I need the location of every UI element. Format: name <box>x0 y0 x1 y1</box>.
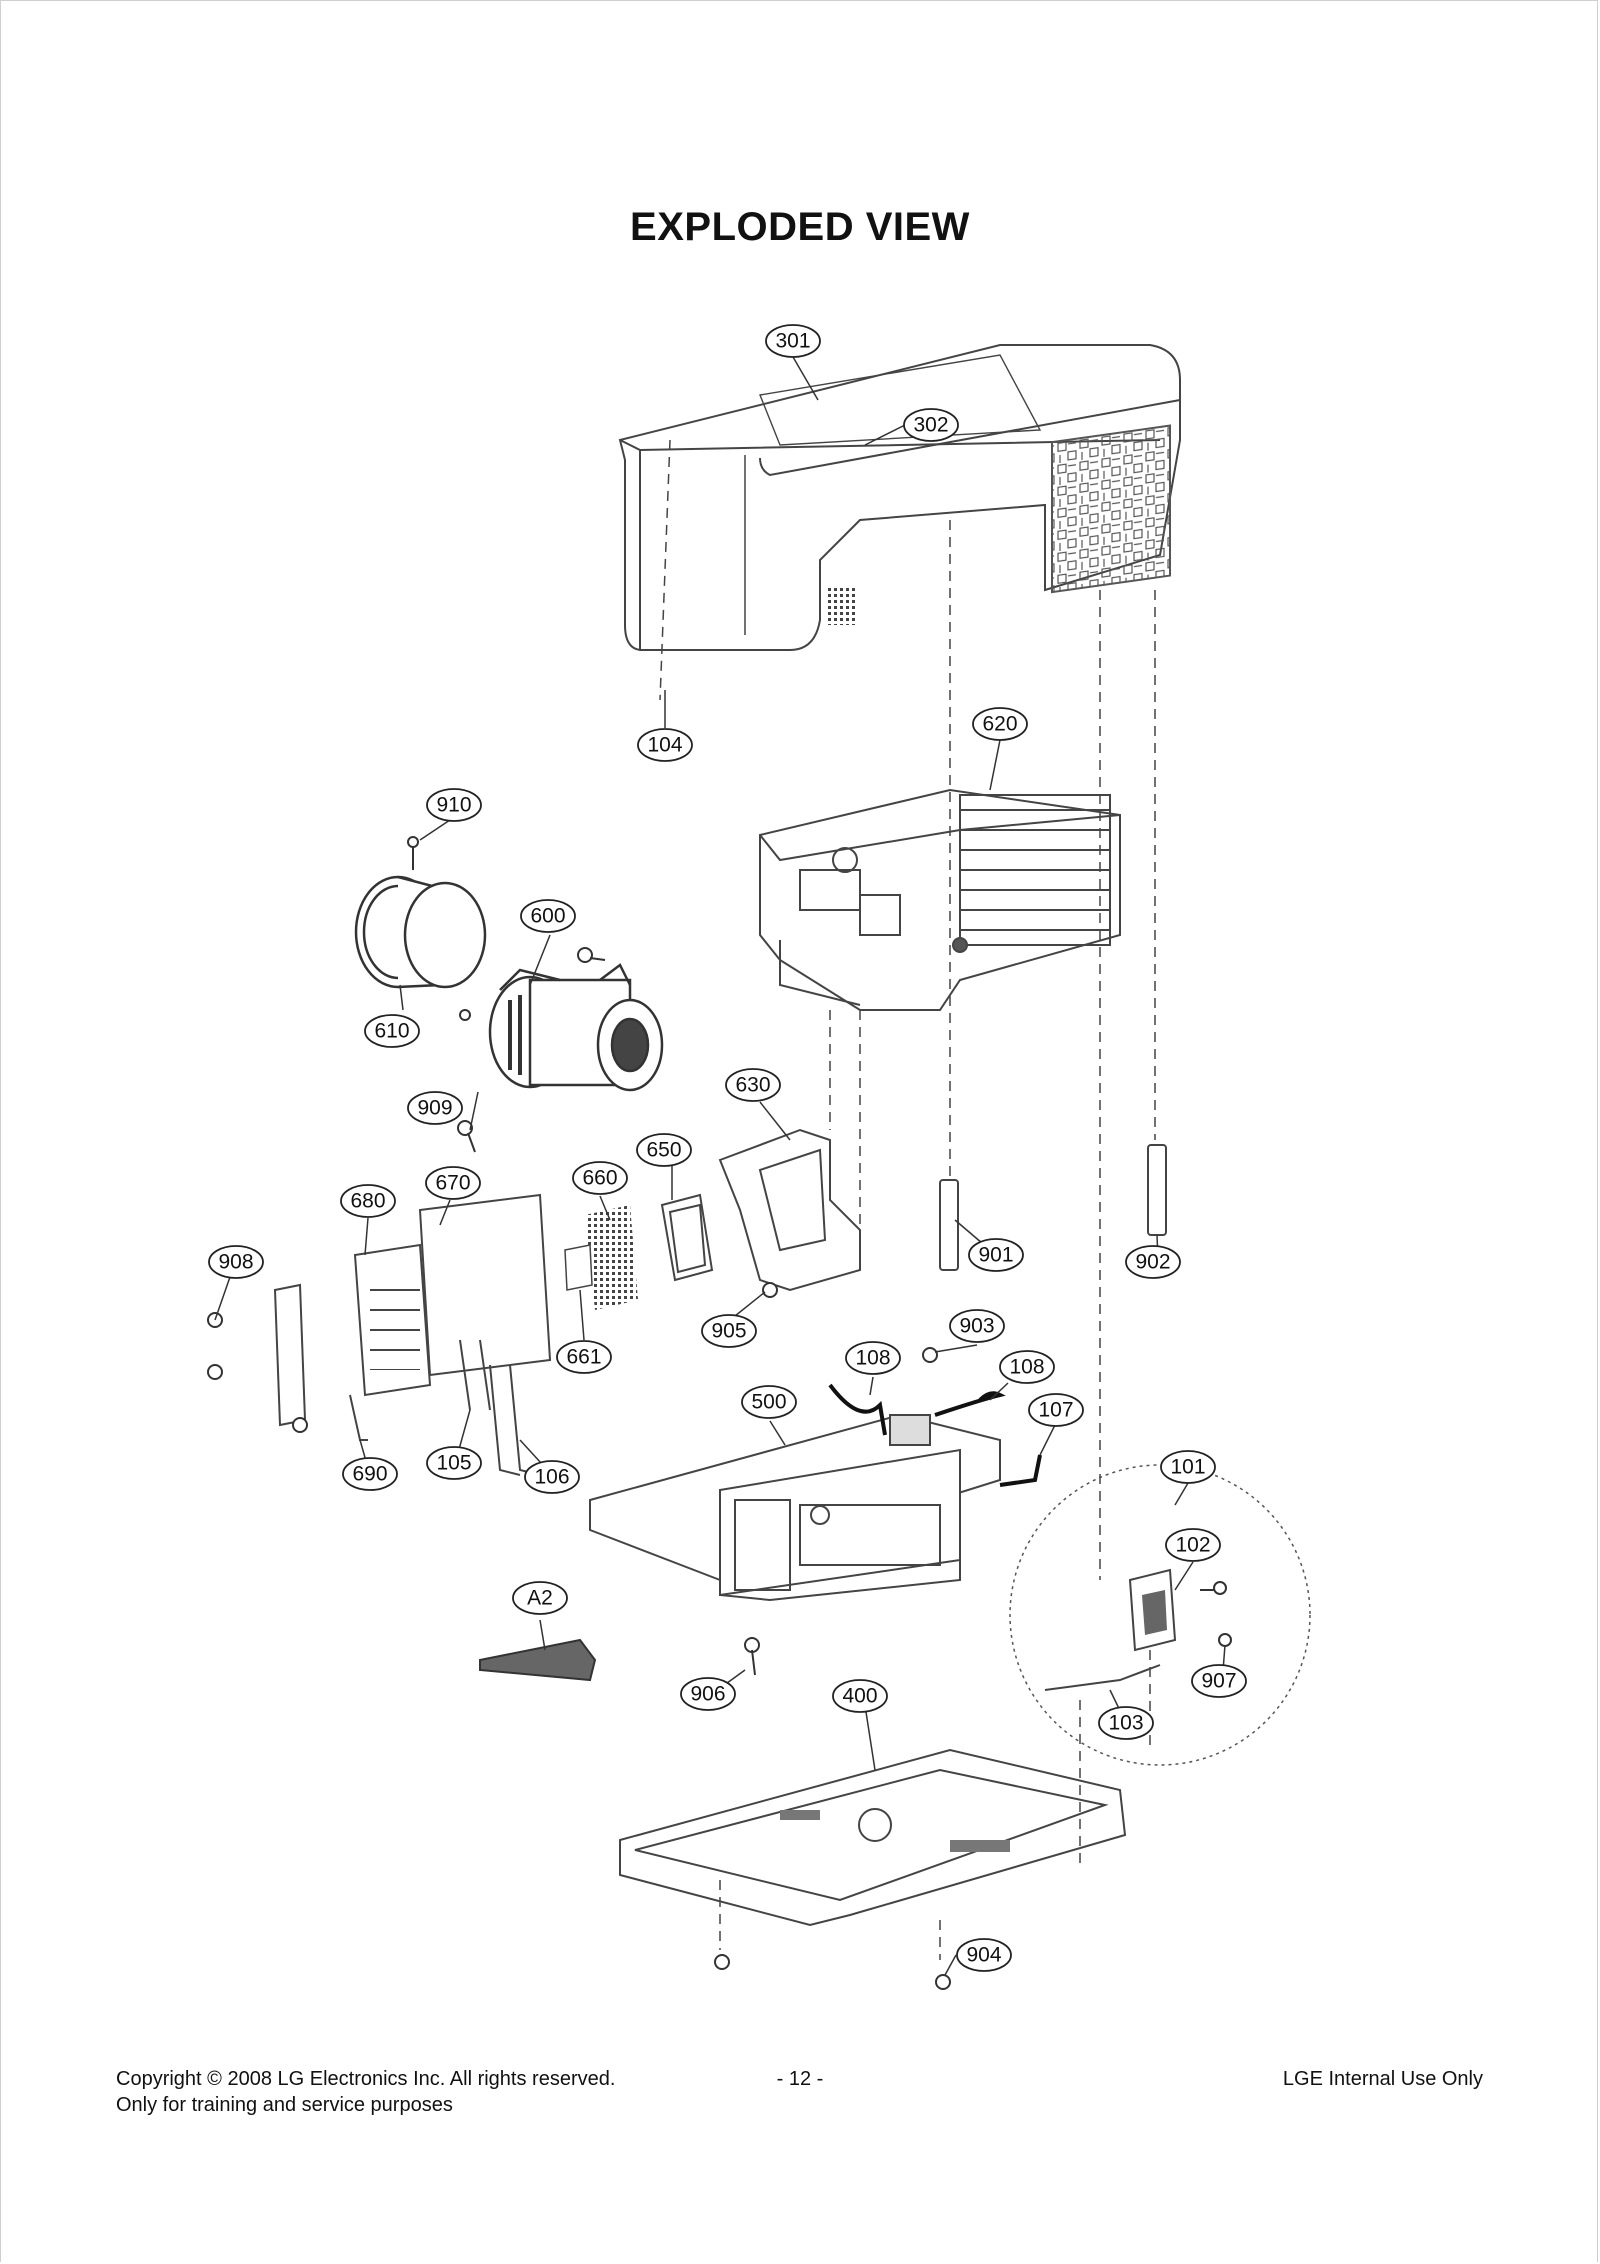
callout-a2: A2 <box>512 1581 568 1615</box>
callout-661: 661 <box>556 1340 612 1374</box>
svg-text:690: 690 <box>352 1463 387 1486</box>
svg-text:500: 500 <box>751 1391 786 1414</box>
svg-text:A2: A2 <box>527 1587 553 1610</box>
callout-902: 902 <box>1125 1245 1181 1279</box>
callout-302: 302 <box>903 408 959 442</box>
svg-text:660: 660 <box>582 1167 617 1190</box>
a2-part <box>479 1638 597 1682</box>
callout-101: 101 <box>1160 1450 1216 1484</box>
callout-102: 102 <box>1165 1528 1221 1562</box>
svg-text:104: 104 <box>647 734 682 757</box>
callout-670: 670 <box>425 1166 481 1200</box>
callout-901: 901 <box>968 1238 1024 1272</box>
callout-108-right: 108 <box>999 1350 1055 1384</box>
callout-650: 650 <box>636 1133 692 1167</box>
svg-text:630: 630 <box>735 1074 770 1097</box>
top-cover-part <box>618 344 1181 651</box>
callout-620: 620 <box>972 707 1028 741</box>
svg-text:904: 904 <box>966 1944 1001 1967</box>
filter-plate-part <box>660 1193 714 1282</box>
svg-text:907: 907 <box>1201 1670 1236 1693</box>
callout-301: 301 <box>765 324 821 358</box>
svg-text:661: 661 <box>566 1346 601 1369</box>
svg-text:105: 105 <box>436 1452 471 1475</box>
svg-text:650: 650 <box>646 1139 681 1162</box>
callout-400: 400 <box>832 1679 888 1713</box>
svg-text:102: 102 <box>1175 1534 1210 1557</box>
svg-text:905: 905 <box>711 1320 746 1343</box>
callout-105: 105 <box>426 1446 482 1480</box>
svg-text:106: 106 <box>534 1466 569 1489</box>
svg-text:906: 906 <box>690 1683 725 1706</box>
svg-text:610: 610 <box>374 1020 409 1043</box>
svg-text:108: 108 <box>855 1347 890 1370</box>
svg-text:400: 400 <box>842 1685 877 1708</box>
svg-text:301: 301 <box>775 330 810 353</box>
callout-630: 630 <box>725 1068 781 1102</box>
callout-905: 905 <box>701 1314 757 1348</box>
svg-text:600: 600 <box>530 905 565 928</box>
screw-parts <box>207 836 1232 1990</box>
heatsink-pad-part <box>564 1205 638 1310</box>
callout-108-left: 108 <box>845 1341 901 1375</box>
callout-107: 107 <box>1028 1393 1084 1427</box>
svg-text:909: 909 <box>417 1097 452 1120</box>
footer-purpose: Only for training and service purposes <box>116 2094 453 2116</box>
bracket-part <box>718 1128 861 1292</box>
wire-harness-part <box>828 1383 1042 1487</box>
callout-610: 610 <box>364 1014 420 1048</box>
callout-909: 909 <box>407 1091 463 1125</box>
engine-frame-part <box>759 788 1121 1011</box>
bottom-case-part <box>619 1748 1127 1927</box>
callout-103: 103 <box>1098 1706 1154 1740</box>
main-board-part <box>589 1413 1001 1602</box>
callout-106: 106 <box>524 1460 580 1494</box>
callout-908: 908 <box>208 1245 264 1279</box>
lens-ring-part <box>354 875 487 989</box>
svg-text:910: 910 <box>436 794 471 817</box>
svg-text:107: 107 <box>1038 1399 1073 1422</box>
callout-680: 680 <box>340 1184 396 1218</box>
callout-600: 600 <box>520 899 576 933</box>
callout-500: 500 <box>741 1385 797 1419</box>
svg-text:901: 901 <box>978 1244 1013 1267</box>
svg-text:101: 101 <box>1170 1456 1205 1479</box>
assembly-guide-lines <box>659 439 1156 1960</box>
svg-text:302: 302 <box>913 414 948 437</box>
footer-page-number: - 12 - <box>776 2068 824 2090</box>
footer-classification: LGE Internal Use Only <box>1282 2068 1483 2090</box>
svg-text:620: 620 <box>982 713 1017 736</box>
support-post-part <box>939 1144 1167 1271</box>
svg-text:670: 670 <box>435 1172 470 1195</box>
callout-904: 904 <box>956 1938 1012 1972</box>
callout-907: 907 <box>1191 1664 1247 1698</box>
callout-104: 104 <box>637 728 693 762</box>
display-board-part <box>273 1193 552 1441</box>
callout-910: 910 <box>426 788 482 822</box>
fan-detail-inset <box>1009 1464 1311 1766</box>
svg-text:103: 103 <box>1108 1712 1143 1735</box>
lens-assembly-part <box>488 963 664 1092</box>
callout-labels: 301 302 104 620 910 600 610 909 630 650 … <box>208 324 1247 1972</box>
svg-text:908: 908 <box>218 1251 253 1274</box>
footer-copyright: Copyright © 2008 LG Electronics Inc. All… <box>116 2068 616 2090</box>
page-title: EXPLODED VIEW <box>630 205 970 249</box>
svg-text:902: 902 <box>1135 1251 1170 1274</box>
svg-text:680: 680 <box>350 1190 385 1213</box>
callout-660: 660 <box>572 1161 628 1195</box>
callout-903: 903 <box>949 1309 1005 1343</box>
callout-906: 906 <box>680 1677 736 1711</box>
svg-text:108: 108 <box>1009 1356 1044 1379</box>
callout-690: 690 <box>342 1457 398 1491</box>
svg-text:903: 903 <box>959 1315 994 1338</box>
